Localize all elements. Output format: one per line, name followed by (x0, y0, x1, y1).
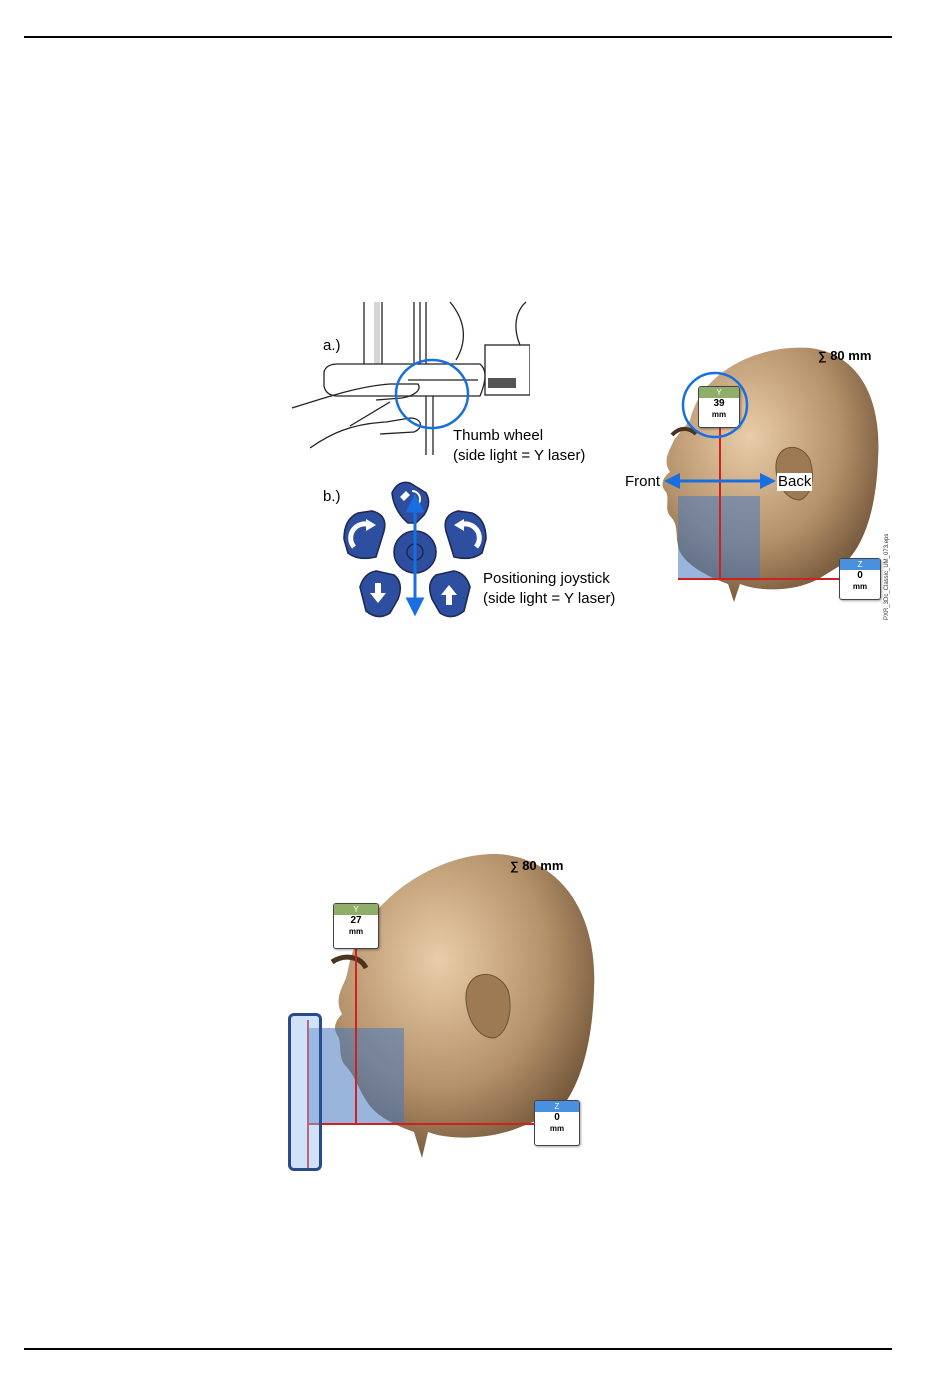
y-box-value: 27 (334, 915, 378, 927)
front-back-arrow (664, 472, 776, 490)
y-box-highlight-circle (680, 370, 750, 440)
y-position-box[interactable]: Y 27 mm (333, 903, 379, 949)
y-box-unit: mm (334, 927, 378, 937)
figure-1: a.) Thumb wheel (side light = Y laser) b… (280, 300, 900, 630)
positioning-joystick[interactable] (338, 475, 498, 625)
thumb-wheel-label-line2: (side light = Y laser) (453, 447, 585, 465)
z-box-value: 0 (535, 1112, 579, 1124)
thumb-wheel-label-line1: Thumb wheel (453, 427, 543, 445)
z-position-box[interactable]: Z 0 mm (839, 558, 881, 600)
layer-thickness-label: ∑ 80 mm (510, 858, 563, 873)
front-label: Front (624, 473, 661, 491)
tilt-button (392, 482, 429, 523)
joystick-label-line2: (side light = Y laser) (483, 590, 615, 608)
top-rule (24, 36, 892, 38)
layer-thickness-value: 80 mm (830, 348, 871, 363)
joystick-label-line1: Positioning joystick (483, 570, 610, 588)
y-box-header: Y (334, 904, 378, 915)
layer-thickness-label: ∑ 80 mm (818, 348, 871, 363)
figure-file-reference: PXR_3Dc_Classic_UM_073.eps (884, 534, 890, 620)
z-laser-line (678, 578, 840, 580)
label-a: a.) (323, 337, 341, 355)
z-box-header: Z (840, 559, 880, 570)
bottom-rule (24, 1348, 892, 1350)
z-box-unit: mm (840, 582, 880, 592)
figure-2: ∑ 80 mm Y 27 mm Z 0 mm (280, 850, 610, 1180)
y-laser-line (719, 428, 721, 580)
front-position-highlight (288, 1013, 322, 1171)
z-box-header: Z (535, 1101, 579, 1112)
z-laser-line (308, 1123, 534, 1125)
z-position-box[interactable]: Z 0 mm (534, 1100, 580, 1146)
layer-thickness-icon: ∑ (818, 349, 827, 363)
y-laser-line (355, 948, 357, 1124)
z-box-unit: mm (535, 1124, 579, 1134)
layer-thickness-value: 80 mm (522, 858, 563, 873)
back-label: Back (777, 473, 812, 491)
thumb-wheel-highlight-circle (392, 356, 472, 432)
layer-thickness-icon: ∑ (510, 859, 519, 873)
z-box-value: 0 (840, 570, 880, 582)
